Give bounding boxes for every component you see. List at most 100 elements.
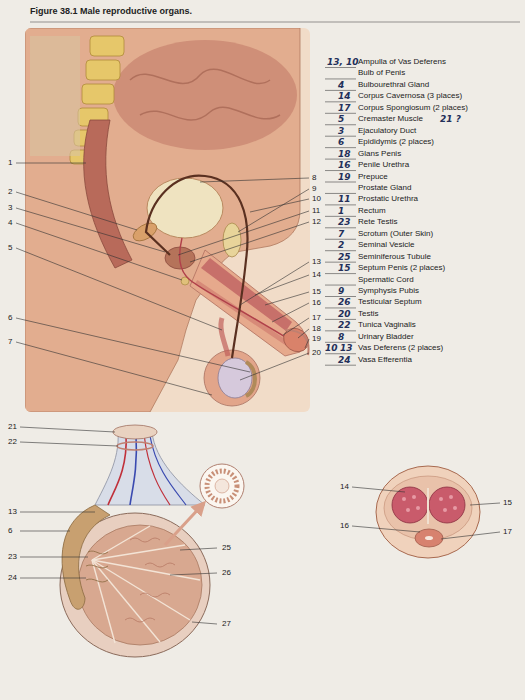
term-label: Testicular Septum <box>358 297 422 307</box>
handwritten-answer: 2 <box>338 240 344 250</box>
term-label: Septum Penis (2 places) <box>358 263 445 273</box>
callout-number: 20 <box>312 348 321 358</box>
handwritten-answer: 25 <box>338 252 351 262</box>
callout-number: 25 <box>222 543 231 553</box>
term-label: Ejaculatory Duct <box>358 126 416 136</box>
term-label: Seminiferous Tubule <box>358 252 431 262</box>
callout-number: 13 <box>8 507 17 517</box>
callout-number: 14 <box>312 270 321 280</box>
term-label: Glans Penis <box>358 149 401 159</box>
term-label: Urinary Bladder <box>358 332 414 342</box>
callout-number: 13 <box>312 257 321 267</box>
handwritten-answer: 6 <box>338 137 344 147</box>
answer-lines <box>325 68 356 366</box>
callout-number: 6 <box>8 313 12 323</box>
term-label: Corpus Spongiosum (2 places) <box>358 103 468 113</box>
callout-number: 17 <box>503 527 512 537</box>
callout-number: 27 <box>222 619 231 629</box>
handwritten-answer: 11 <box>338 194 351 204</box>
handwritten-answer: 9 <box>338 286 344 296</box>
answer-line <box>325 250 356 251</box>
callout-number: 14 <box>340 482 349 492</box>
answer-line <box>325 273 356 274</box>
term-label: Bulbourethral Gland <box>358 80 429 90</box>
term-label: Prepuce <box>358 172 388 182</box>
callout-number: 3 <box>8 203 12 213</box>
answer-line <box>325 67 356 68</box>
callout-number: 10 <box>312 194 321 204</box>
term-label: Epididymis (2 places) <box>358 137 434 147</box>
term-label: Scrotum (Outer Skin) <box>358 229 433 239</box>
answer-line <box>325 136 356 137</box>
answer-line <box>325 124 356 125</box>
handwritten-answer: 13, 10 <box>327 57 359 67</box>
term-label: Bulb of Penis <box>358 68 405 78</box>
answer-line <box>325 90 356 91</box>
handwritten-answer: 7 <box>338 229 344 239</box>
answer-line <box>325 216 356 217</box>
term-label: Prostatic Urethra <box>358 194 418 204</box>
term-label: Testis <box>358 309 378 319</box>
answer-line <box>325 285 356 286</box>
callout-number: 1 <box>8 158 12 168</box>
answer-line <box>325 239 356 240</box>
term-label: Tunica Vaginalis <box>358 320 416 330</box>
answer-line <box>325 296 356 297</box>
testis-view <box>60 425 244 657</box>
handwritten-answer: 13 <box>340 343 353 353</box>
callout-number: 24 <box>8 573 17 583</box>
leader-lines <box>16 163 309 395</box>
term-label: Prostate Gland <box>358 183 411 193</box>
answer-line <box>325 170 356 171</box>
answer-line <box>325 159 356 160</box>
callout-number: 11 <box>312 206 320 216</box>
callout-number: 21 <box>8 422 17 432</box>
callout-number: 17 <box>312 313 321 323</box>
term-label: Vasa Efferentia <box>358 355 412 365</box>
term-label: Spermatic Cord <box>358 275 414 285</box>
handwritten-answer: 22 <box>338 320 351 330</box>
handwritten-answer: 5 <box>338 114 344 124</box>
leader-lines <box>20 427 217 624</box>
answer-line <box>325 262 356 263</box>
callout-number: 16 <box>312 298 321 308</box>
handwritten-answer: 24 <box>338 355 351 365</box>
answer-line <box>325 227 356 228</box>
callout-number: 7 <box>8 337 12 347</box>
answer-line <box>325 319 356 320</box>
callout-number: 5 <box>8 243 12 253</box>
term-label: Rectum <box>358 206 386 216</box>
callout-number: 15 <box>312 287 321 297</box>
callout-number: 6 <box>8 526 12 536</box>
answer-line <box>325 101 356 102</box>
callout-number: 15 <box>503 498 512 508</box>
handwritten-answer: 8 <box>338 332 344 342</box>
callout-number: 26 <box>222 568 231 578</box>
callout-number: 9 <box>312 184 316 194</box>
term-label: Penile Urethra <box>358 160 409 170</box>
answer-line <box>325 182 356 183</box>
callout-number: 23 <box>8 552 17 562</box>
handwritten-answer: 21 ? <box>440 114 461 124</box>
header-rule <box>30 22 520 23</box>
handwritten-answer: 16 <box>338 160 351 170</box>
answer-line <box>325 342 356 343</box>
handwritten-answer: 19 <box>338 172 351 182</box>
handwritten-answer: 17 <box>338 103 351 113</box>
leader-lines <box>352 487 500 539</box>
callout-number: 4 <box>8 218 12 228</box>
term-label: Symphysis Pubis <box>358 286 419 296</box>
handwritten-answer: 15 <box>338 263 351 273</box>
callout-number: 8 <box>312 173 316 183</box>
handwritten-answer: 14 <box>338 91 351 101</box>
handwritten-answer: 20 <box>338 309 351 319</box>
answer-line <box>325 147 356 148</box>
handwritten-answer: 23 <box>338 217 351 227</box>
callout-number: 2 <box>8 187 12 197</box>
answer-line <box>325 353 356 354</box>
handwritten-answer: 3 <box>338 126 344 136</box>
callout-number: 16 <box>340 521 349 531</box>
term-label: Rete Testis <box>358 217 397 227</box>
handwritten-answer: 18 <box>338 149 351 159</box>
